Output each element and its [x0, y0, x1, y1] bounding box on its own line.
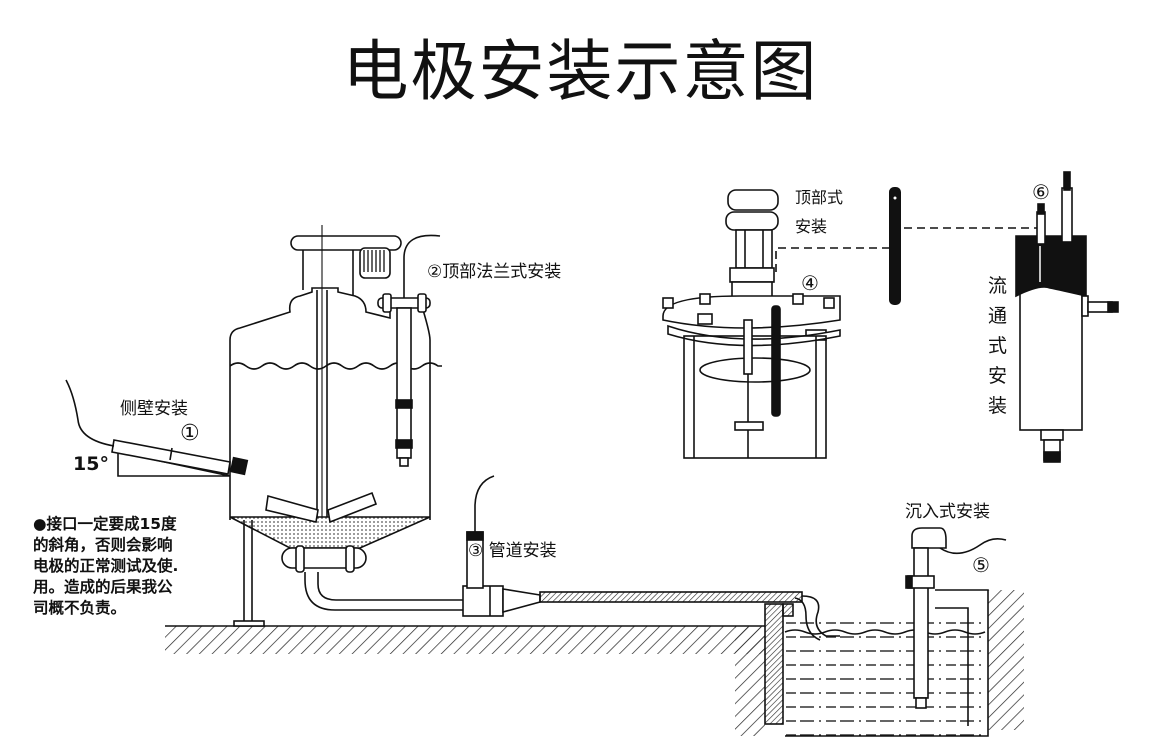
standalone-electrode: [889, 187, 901, 305]
note-line: 的斜角，否则会影响: [33, 536, 173, 554]
note-line: ●接口一定要成15度: [33, 515, 177, 533]
note-line: 用。造成的后果我公: [33, 578, 173, 596]
label-flow-char: 式: [988, 335, 1007, 357]
note-line: 电极的正常测试及使.: [33, 557, 179, 575]
diagram-title: 电极安装示意图: [342, 33, 819, 110]
label-top-mount-line1: 顶部式: [795, 188, 843, 207]
label-flow-number: ⑥: [1032, 180, 1050, 204]
note-line: 司概不负责。: [33, 599, 127, 617]
flow-through-cell: [1015, 171, 1119, 463]
label-top-flange: ②顶部法兰式安装: [427, 262, 561, 282]
immersion-setup: [784, 527, 1007, 737]
label-top-mount-line2: 安装: [795, 217, 827, 236]
main-tank: [229, 225, 803, 725]
label-flow-char: 通: [988, 305, 1007, 327]
warning-note: ●接口一定要成15度 的斜角，否则会影响 电极的正常测试及使. 用。造成的后果我…: [33, 514, 233, 619]
label-pipe: ③ 管道安装: [468, 541, 557, 561]
label-flow-through: 流 通 式 安 装: [988, 275, 1007, 417]
label-angle: 15°: [73, 453, 109, 475]
label-flow-char: 流: [988, 275, 1007, 297]
label-top-mount-number: ④: [801, 271, 819, 295]
top-flange-electrode: [377, 234, 441, 467]
label-flow-char: 安: [988, 365, 1007, 387]
top-mount-reactor: [662, 189, 841, 459]
label-immersion-number: ⑤: [972, 553, 990, 577]
side-wall-electrode: [65, 379, 249, 477]
label-immersion: 沉入式安装: [905, 502, 990, 522]
ground: [165, 590, 1024, 736]
label-flow-char: 装: [988, 395, 1007, 417]
label-side-wall: 侧壁安装: [120, 399, 188, 419]
dashed-connectors: [775, 227, 1040, 272]
label-side-wall-number: ①: [180, 421, 200, 446]
pipe-electrode: [466, 475, 495, 589]
